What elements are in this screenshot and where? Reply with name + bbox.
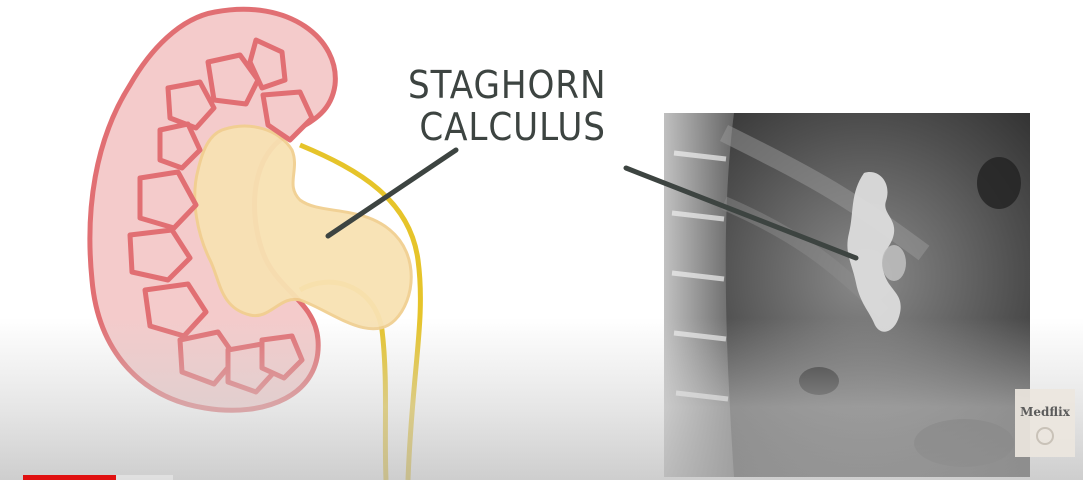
label-line-1: STAGHORN (408, 64, 606, 106)
xray-image (664, 113, 1030, 477)
watermark-logo-icon (1036, 427, 1054, 445)
progress-fill (23, 475, 116, 480)
label-pointer-left (328, 150, 456, 236)
staghorn-stone (195, 126, 411, 329)
staghorn-label: STAGHORN CALCULUS (408, 64, 606, 148)
label-line-2: CALCULUS (419, 106, 607, 148)
medflix-watermark[interactable]: Medflix (1015, 389, 1075, 457)
progress-bar[interactable] (23, 475, 173, 480)
xray-picture (664, 113, 1030, 477)
watermark-text: Medflix (1015, 405, 1075, 419)
